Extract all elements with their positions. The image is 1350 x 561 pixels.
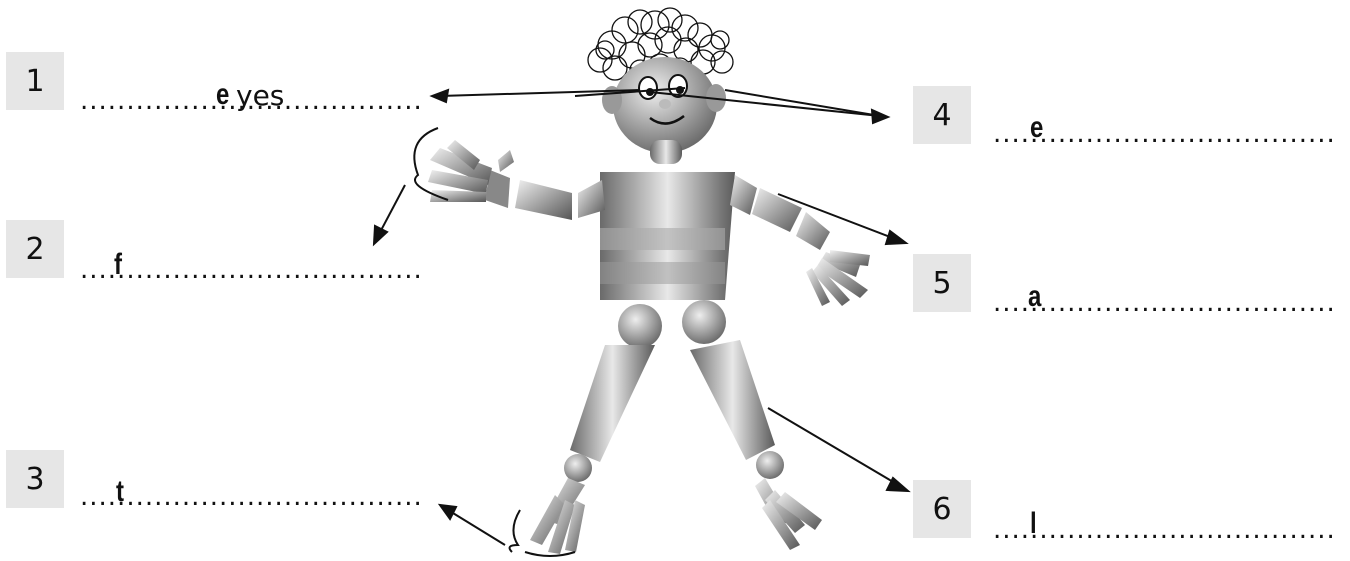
hand-right bbox=[806, 250, 870, 306]
leg-right bbox=[690, 340, 775, 460]
hint-letter-3: t bbox=[116, 477, 124, 507]
hint-letter-4: e bbox=[1030, 113, 1043, 143]
number-label: 1 bbox=[25, 64, 44, 99]
number-box-5: 5 bbox=[913, 254, 971, 312]
hint-letter-6: l bbox=[1030, 509, 1037, 539]
answer-line-6[interactable]: ........................................… bbox=[993, 517, 1333, 543]
answer-line-2[interactable]: ........................................… bbox=[80, 257, 425, 283]
answer-line-3[interactable]: ........................................… bbox=[80, 484, 425, 510]
number-box-3: 3 bbox=[6, 450, 64, 508]
answer-line-4[interactable]: ........................................… bbox=[993, 121, 1333, 147]
foot-right bbox=[755, 478, 822, 550]
hint-letter-1: e bbox=[216, 80, 229, 110]
leg-left bbox=[570, 345, 655, 462]
hint-letter-2: f bbox=[114, 250, 122, 280]
number-label: 5 bbox=[932, 266, 951, 301]
typed-answer-1: yes bbox=[236, 82, 284, 110]
number-label: 6 bbox=[932, 492, 951, 527]
eye-left bbox=[639, 77, 657, 99]
number-label: 3 bbox=[25, 462, 44, 497]
foot-left bbox=[530, 478, 585, 554]
number-box-2: 2 bbox=[6, 220, 64, 278]
hint-letter-5: a bbox=[1028, 282, 1041, 312]
answer-line-5[interactable]: ........................................… bbox=[993, 290, 1333, 316]
number-box-4: 4 bbox=[913, 86, 971, 144]
number-label: 4 bbox=[932, 98, 951, 133]
number-label: 2 bbox=[25, 232, 44, 267]
number-box-1: 1 bbox=[6, 52, 64, 110]
number-box-6: 6 bbox=[913, 480, 971, 538]
